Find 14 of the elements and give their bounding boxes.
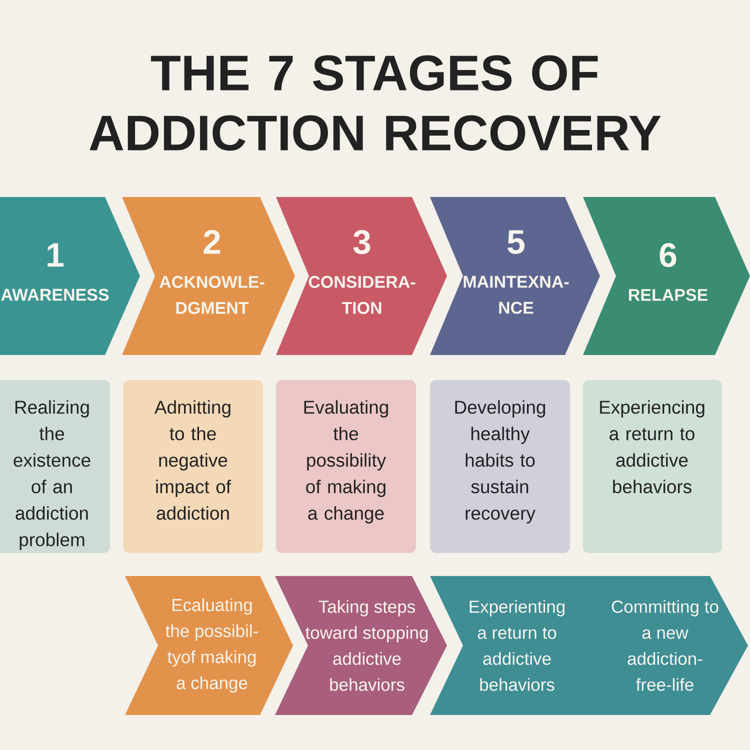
stage-banner: Ecaluating the possibil- tyof making a change (125, 576, 293, 715)
description-card: Developing healthy habits to sustain recovery (430, 380, 570, 553)
description-card: Realizing the existence of an addiction problem (0, 380, 110, 553)
description-card: Experiencing a return to addictive behaviors (583, 380, 722, 553)
stage-banner: 3 CONSIDERA- TION (276, 197, 447, 355)
stage-banner: 6 RELAPSE (583, 197, 750, 355)
stage-banner: Experienting a return to addictive behaviors Committing to a new addiction- free-life (430, 576, 748, 715)
title: THE 7 STAGES OF ADDICTION RECOVERY (90, 55, 661, 151)
stage-banner: 2 ACKNOWLE- DGMENT (122, 197, 295, 355)
stage-banner: 5 MAINTEXNA- NCE (430, 197, 600, 355)
stage-banner: 1 AWARENESS (0, 197, 140, 355)
stage-banner: Taking steps toward stopping addictive behaviors (275, 576, 447, 715)
description-card: Admitting to the negative impact of addiction (123, 380, 263, 553)
description-card: Evaluating the possibility of making a change (276, 380, 416, 553)
